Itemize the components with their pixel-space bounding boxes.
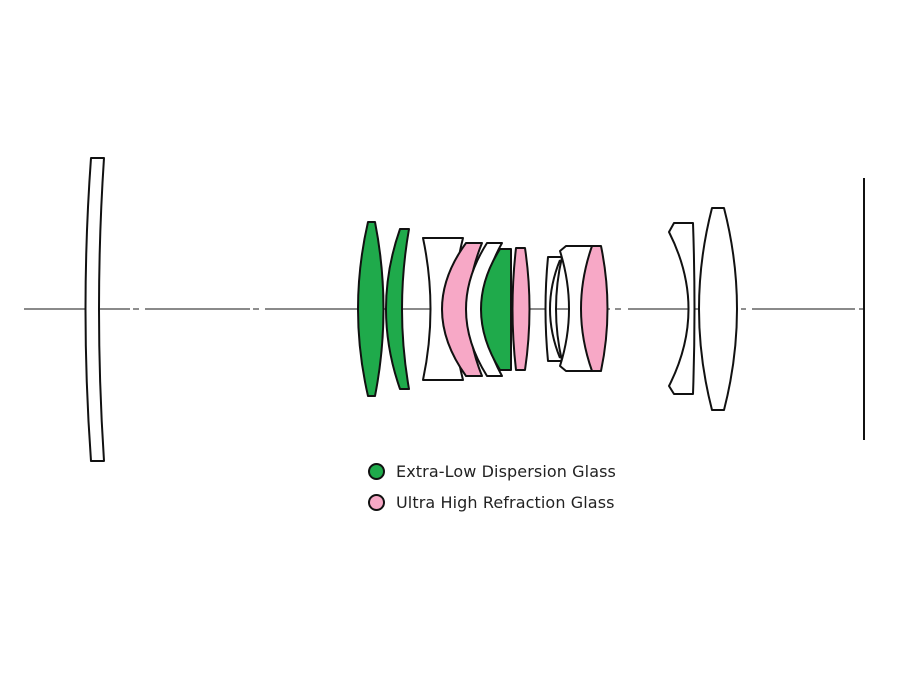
legend: Extra-Low Dispersion Glass Ultra High Re… — [368, 456, 616, 518]
uhr-glass-swatch-icon — [368, 494, 385, 511]
lens-element-13 — [698, 207, 738, 411]
lens-element-11 — [580, 245, 609, 372]
lens-element-7 — [480, 248, 512, 371]
legend-label-uhr: Ultra High Refraction Glass — [396, 493, 615, 512]
legend-label-ed: Extra-Low Dispersion Glass — [396, 462, 616, 481]
lens-element-8 — [511, 247, 531, 371]
lens-element-12 — [668, 222, 696, 395]
lens-element-1 — [84, 157, 105, 462]
legend-item-ed: Extra-Low Dispersion Glass — [368, 456, 616, 487]
ed-glass-swatch-icon — [368, 463, 385, 480]
lens-element-9-inner-curve — [549, 259, 561, 359]
lens-element-2 — [357, 221, 385, 397]
legend-item-uhr: Ultra High Refraction Glass — [368, 487, 616, 518]
lens-element-3 — [385, 228, 410, 390]
